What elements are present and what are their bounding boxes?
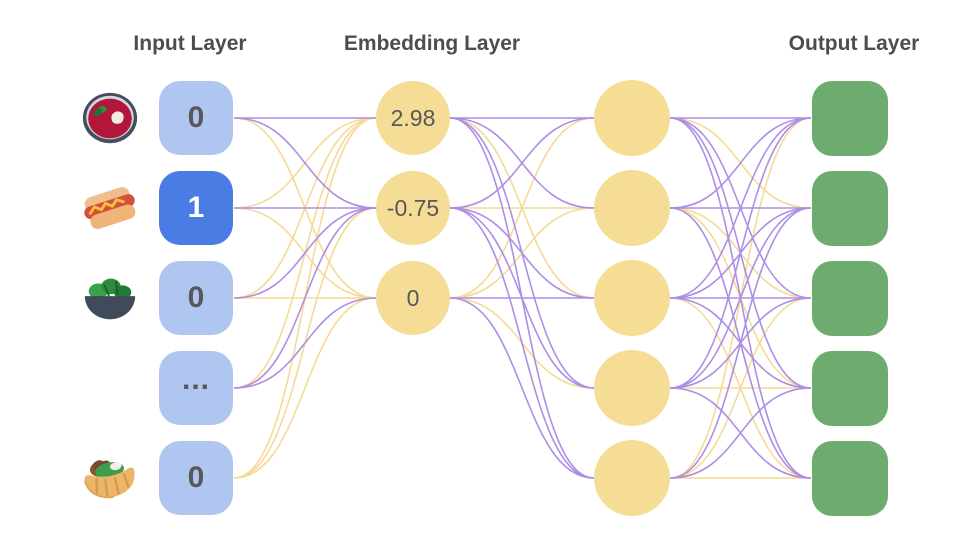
- salad-icon: [79, 267, 141, 329]
- edge-embedding-hidden-2-3: [449, 207, 595, 299]
- edge-hidden-output-5-2: [669, 207, 812, 479]
- input-node-value: 0: [187, 461, 205, 494]
- embedding-layer-title: Embedding Layer: [343, 32, 521, 55]
- output-node-3: [812, 261, 888, 336]
- input-node-4: ...: [159, 351, 233, 425]
- input-node-3: 0: [159, 261, 233, 335]
- soup-icon: [79, 87, 141, 149]
- hidden-node-1: [594, 80, 670, 156]
- embedding-node-value: 2.98: [390, 104, 436, 131]
- edge-embedding-hidden-2-5: [449, 207, 595, 479]
- edge-hidden-output-4-2: [669, 207, 812, 389]
- output-node-4: [812, 351, 888, 426]
- input-node-2: 1: [159, 171, 233, 245]
- input-node-value: 0: [187, 101, 205, 134]
- hidden-node-5: [594, 440, 670, 516]
- embedding-node-value: 0: [406, 284, 420, 311]
- edge-hidden-output-3-1: [669, 117, 812, 299]
- input-node-value: 1: [187, 191, 205, 224]
- input-node-value: ...: [181, 363, 210, 396]
- input-layer-title: Input Layer: [133, 32, 247, 55]
- edge-input-embedding-5-3: [233, 297, 377, 479]
- hidden-node-4: [594, 350, 670, 426]
- input-node-1: 0: [159, 81, 233, 155]
- output-node-1: [812, 81, 888, 156]
- edge-hidden-output-2-1: [669, 117, 812, 209]
- input-node-5: 0: [159, 441, 233, 515]
- embedding-node-3: 0: [376, 261, 450, 335]
- edge-embedding-hidden-3-1: [449, 117, 595, 299]
- edge-input-embedding-4-2: [233, 207, 377, 389]
- hot-dog-icon: [79, 177, 141, 239]
- embedding-node-2: -0.75: [376, 171, 450, 245]
- output-node-2: [812, 171, 888, 246]
- hidden-node-2: [594, 170, 670, 246]
- output-node-5: [812, 441, 888, 516]
- edge-hidden-output-5-3: [669, 297, 812, 479]
- embedding-node-1: 2.98: [376, 81, 450, 155]
- edge-embedding-hidden-2-1: [449, 117, 595, 209]
- edge-input-embedding-1-2: [233, 117, 377, 209]
- hidden-node-3: [594, 260, 670, 336]
- pita-icon: [79, 447, 141, 509]
- input-node-value: 0: [187, 281, 205, 314]
- edge-hidden-output-5-4: [669, 387, 812, 479]
- edge-embedding-hidden-3-5: [449, 297, 595, 479]
- output-layer-title: Output Layer: [788, 32, 920, 55]
- edge-input-embedding-3-2: [233, 207, 377, 299]
- edge-hidden-output-4-1: [669, 117, 812, 389]
- edge-input-embedding-4-3: [233, 297, 377, 389]
- embedding-node-value: -0.75: [386, 194, 440, 221]
